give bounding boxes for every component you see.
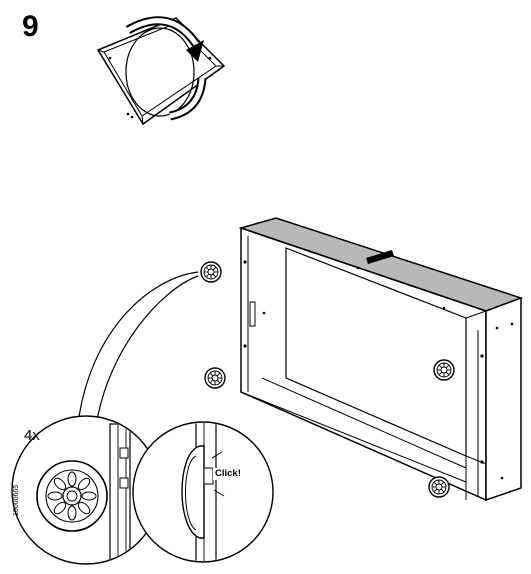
- click-label: Click!: [213, 468, 243, 480]
- step-number: 9: [22, 10, 39, 43]
- callout-pointer: [77, 271, 199, 427]
- click-detail-circle: [132, 421, 274, 563]
- part-code: 10000665: [13, 484, 20, 516]
- callout-circle-icon: [11, 415, 161, 565]
- drawer-frame: [238, 217, 524, 502]
- quantity-label: 4x: [24, 427, 40, 444]
- rotate-drawer-icon: [125, 16, 207, 121]
- flip-illustration: [96, 16, 226, 126]
